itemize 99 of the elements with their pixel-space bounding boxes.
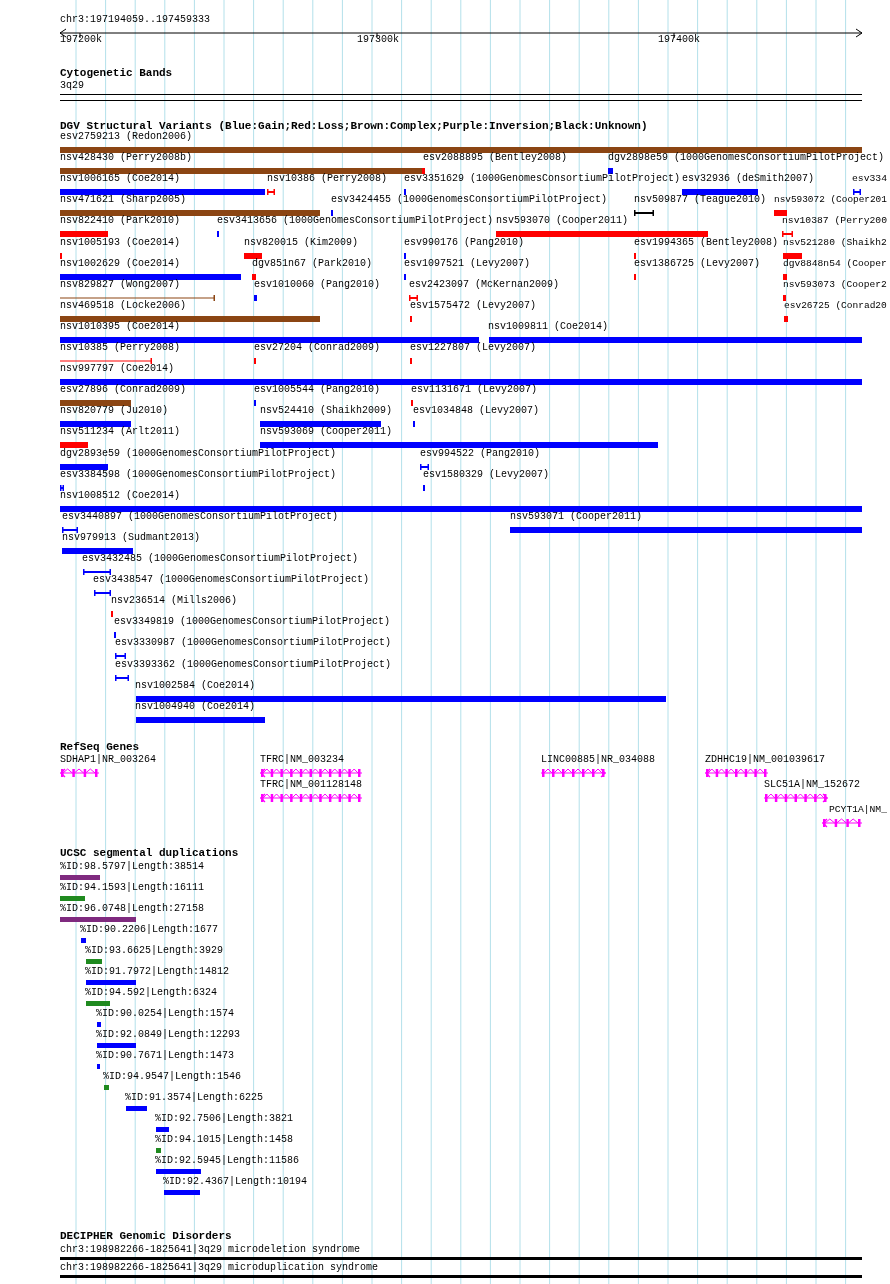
feature-label: 3q29 (60, 80, 84, 92)
feature-label: esv1034848 (Levy2007) (413, 405, 540, 418)
feature-label: nsv1009811 (Coe2014) (488, 320, 609, 333)
feature-label: TFRC|NM_001128148 (260, 779, 363, 791)
feature-label: nsv593073 (Cooper2 (783, 278, 887, 291)
feature-label: nsv820779 (Ju2010) (60, 405, 169, 418)
feature-label: TFRC|NM_003234 (260, 754, 344, 766)
feature-label: nsv822410 (Park2010) (60, 215, 181, 228)
feature-label: nsv1010395 (Coe2014) (60, 320, 181, 333)
feature-label: PCYT1A|NM_ (829, 804, 887, 816)
feature-label: %ID:98.5797|Length:38514 (60, 861, 205, 873)
feature-label: nsv1008512 (Coe2014) (60, 489, 181, 502)
feature-label: dgv851n67 (Park2010) (252, 257, 373, 270)
feature-label: esv32936 (deSmith2007) (682, 173, 815, 186)
feature-label: chr3:198982266-1825641|3q29 microduplication syndrome (60, 1262, 379, 1274)
feature-label: %ID:90.7671|Length:1473 (96, 1050, 235, 1062)
feature-label: esv3351629 (1000GenomesConsortiumPilotProject) (404, 173, 681, 186)
feature-label: %ID:96.0748|Length:27158 (60, 903, 205, 915)
feature-label: nsv820015 (Kim2009) (244, 236, 359, 249)
feature-label: %ID:92.0849|Length:12293 (96, 1029, 241, 1041)
feature-label: nsv1006165 (Coe2014) (60, 173, 181, 186)
feature-label: %ID:92.7506|Length:3821 (155, 1113, 294, 1125)
feature-label: esv3440897 (1000GenomesConsortiumPilotProject) (62, 510, 339, 523)
feature-label: esv3438547 (1000GenomesConsortiumPilotProject) (93, 574, 370, 587)
feature-label: esv994522 (Pang2010) (420, 447, 541, 460)
axis-tick-label: 197300k (357, 34, 399, 46)
feature-label: nsv521280 (Shaikh2 (783, 236, 887, 249)
feature-label: esv1010060 (Pang2010) (254, 278, 381, 291)
feature-label: %ID:94.592|Length:6324 (85, 987, 218, 999)
feature-label: nsv593072 (Cooper201 (774, 194, 887, 207)
feature-label: esv3424455 (1000GenomesConsortiumPilotProject) (331, 194, 608, 207)
feature-label: esv3413656 (1000GenomesConsortiumPilotProject) (217, 215, 494, 228)
feature-label: esv27204 (Conrad2009) (254, 342, 381, 354)
feature-label: nsv1002584 (Coe2014) (135, 679, 256, 692)
feature-label: dgv2898e59 (1000GenomesConsortiumPilotProject) (608, 152, 885, 165)
feature-label: ZDHHC19|NM_001039617 (705, 754, 826, 766)
feature-label: nsv593070 (Cooper2011) (496, 215, 629, 228)
feature-label: nsv10387 (Perry200 (782, 215, 887, 228)
feature-label: %ID:94.1593|Length:16111 (60, 882, 205, 894)
feature-label: %ID:90.2206|Length:1677 (80, 924, 219, 936)
feature-label: nsv471621 (Sharp2005) (60, 194, 187, 207)
track-title: Cytogenetic Bands (60, 67, 173, 79)
feature-label: esv1994365 (Bentley2008) (634, 236, 779, 249)
feature-label: esv2759213 (Redon2006) (60, 131, 193, 143)
feature-label: esv3349819 (1000GenomesConsortiumPilotProject) (114, 616, 391, 629)
feature-label: esv26725 (Conrad20 (784, 299, 887, 312)
feature-label: esv3384598 (1000GenomesConsortiumPilotProject) (60, 468, 337, 481)
feature-label: esv2423097 (McKernan2009) (409, 278, 560, 291)
axis-tick-label: 197400k (658, 34, 700, 46)
feature-label: esv3330987 (1000GenomesConsortiumPilotProject) (115, 637, 392, 650)
feature-label: %ID:90.0254|Length:1574 (96, 1008, 235, 1020)
track-title: RefSeq Genes (60, 741, 140, 753)
feature-label: chr3:198982266-1825641|3q29 microdeletion syndrome (60, 1244, 361, 1256)
feature-label: esv1227807 (Levy2007) (410, 342, 537, 354)
feature-label: %ID:94.1015|Length:1458 (155, 1134, 294, 1146)
feature-label: nsv997797 (Coe2014) (60, 363, 175, 376)
feature-label: %ID:92.5945|Length:11586 (155, 1155, 300, 1167)
feature-label: esv1575472 (Levy2007) (410, 299, 537, 312)
feature-label: %ID:92.4367|Length:10194 (163, 1176, 308, 1188)
feature-label: esv27896 (Conrad2009) (60, 384, 187, 397)
feature-label: nsv469518 (Locke2006) (60, 299, 187, 312)
feature-label: nsv979913 (Sudmant2013) (62, 531, 201, 544)
feature-label: nsv511234 (Arlt2011) (60, 426, 181, 439)
feature-label: nsv524410 (Shaikh2009) (260, 405, 393, 418)
feature-label: %ID:94.9547|Length:1546 (103, 1071, 242, 1083)
feature-label: esv1131671 (Levy2007) (411, 384, 538, 397)
feature-label: nsv593069 (Cooper2011) (260, 426, 393, 439)
track-title: UCSC segmental duplications (60, 847, 239, 859)
position-range: chr3:197194059..197459333 (60, 14, 211, 26)
feature-label: %ID:91.7972|Length:14812 (85, 966, 230, 978)
feature-label: nsv593071 (Cooper2011) (510, 510, 643, 523)
feature-label: nsv509877 (Teague2010) (634, 194, 767, 207)
feature-label: nsv1004940 (Coe2014) (135, 700, 256, 713)
feature-label: nsv236514 (Mills2006) (111, 595, 238, 608)
feature-label: %ID:91.3574|Length:6225 (125, 1092, 264, 1104)
axis-tick-label: 197200k (60, 34, 102, 46)
feature-label: esv3393362 (1000GenomesConsortiumPilotProject) (115, 658, 392, 671)
feature-label: nsv428430 (Perry2008b) (60, 152, 193, 165)
feature-label: esv990176 (Pang2010) (404, 236, 525, 249)
feature-label: esv1386725 (Levy2007) (634, 257, 761, 270)
track-title: DGV Structural Variants (Blue:Gain;Red:Loss;Brown:Complex;Purple:Inversion;Black:Unknown) (60, 120, 648, 132)
feature-label: dgv8848n54 (Cooper (783, 257, 887, 270)
feature-label: esv334 (852, 173, 887, 186)
feature-label: nsv10385 (Perry2008) (60, 342, 181, 354)
feature-label: esv1097521 (Levy2007) (404, 257, 531, 270)
feature-label: nsv1005193 (Coe2014) (60, 236, 181, 249)
feature-label: esv1580329 (Levy2007) (423, 468, 550, 481)
feature-label: SLC51A|NM_152672 (764, 779, 860, 791)
feature-label: nsv1002629 (Coe2014) (60, 257, 181, 270)
feature-label: nsv829827 (Wong2007) (60, 278, 181, 291)
track-title: DECIPHER Genomic Disorders (60, 1230, 232, 1242)
feature-label: dgv2893e59 (1000GenomesConsortiumPilotProject) (60, 447, 337, 460)
feature-label: %ID:93.6625|Length:3929 (85, 945, 224, 957)
feature-label: nsv10386 (Perry2008) (267, 173, 388, 186)
feature-label: LINC00885|NR_034088 (541, 754, 656, 766)
feature-label: esv1005544 (Pang2010) (254, 384, 381, 397)
feature-label: esv2088895 (Bentley2008) (423, 152, 568, 165)
feature-label: SDHAP1|NR_003264 (60, 754, 156, 766)
feature-label: esv3432485 (1000GenomesConsortiumPilotProject) (82, 553, 359, 565)
